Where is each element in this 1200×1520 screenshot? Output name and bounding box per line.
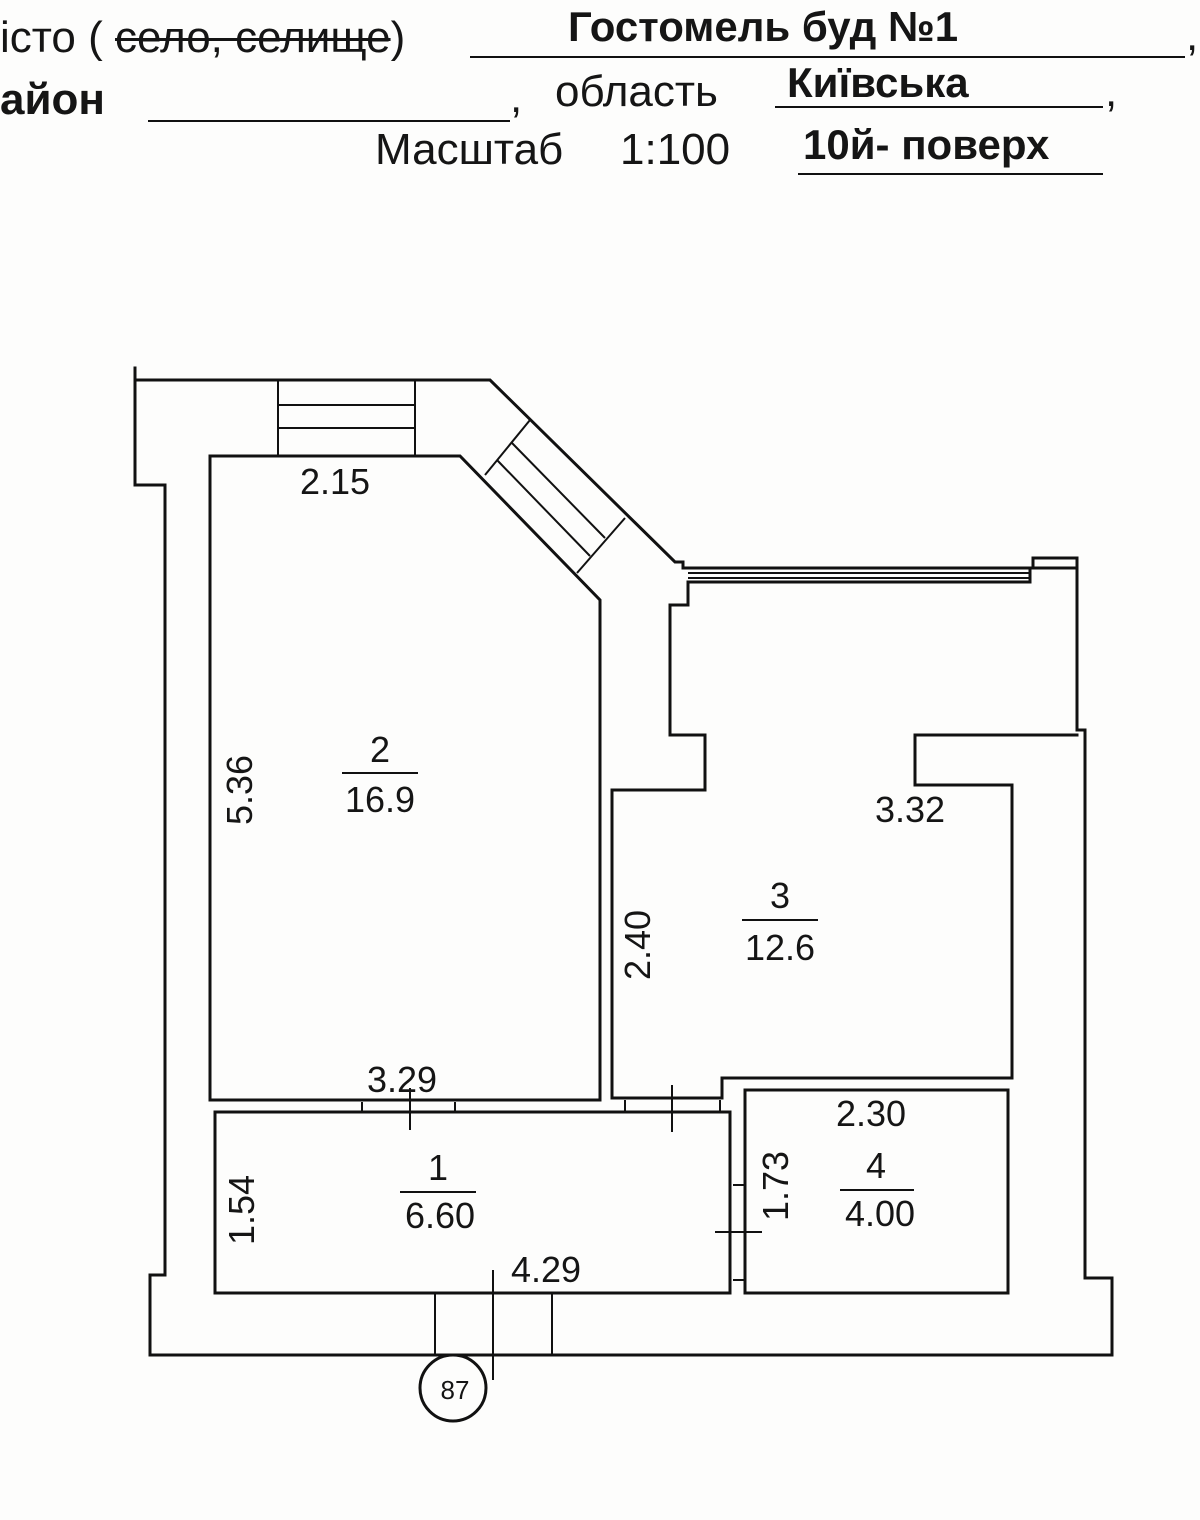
room-1-outline [213,1110,732,1295]
room-2-number: 2 [370,729,390,770]
district-comma: , [510,73,523,122]
scale-label: Масштаб [375,125,564,174]
room-1-number: 1 [428,1147,448,1188]
region-underline [775,106,1103,108]
city-value: Гостомель буд №1 [568,3,959,50]
window-top [277,380,416,455]
city-end-comma: , [1186,11,1199,60]
city-close-paren: ) [390,13,406,62]
dimension-1-73: 1.73 [755,1151,796,1221]
floor-underline [798,173,1103,175]
room-3-number: 3 [770,875,790,916]
room-1-area: 6.60 [405,1195,475,1236]
city-underline [470,56,1185,58]
floor-value: 10й- поверх [803,121,1050,168]
region-comma: , [1105,67,1118,116]
room-labels: 2 16.9 3 12.6 1 6.60 4 4.00 [342,729,915,1236]
dimension-2-40: 2.40 [617,910,658,980]
city-prefix: істо ( [0,13,116,62]
room-2-area: 16.9 [345,779,415,820]
dimension-1-54: 1.54 [221,1175,262,1245]
entrance-marker: 87 [418,1353,488,1423]
outer-wall-top-left [133,366,1114,1357]
window-room-3 [688,572,1030,579]
room-3-outline [610,566,1079,1100]
district-underline [148,120,510,122]
dimension-3-32: 3.32 [875,789,945,830]
district-label: айон [0,75,105,124]
dimension-3-29: 3.29 [367,1059,437,1100]
room-2-outline [208,454,602,1102]
dimension-labels: 2.15 5.36 3.32 2.40 3.29 2.30 1.54 1.73 … [219,461,945,1290]
walls [133,366,1114,1380]
dimension-2-30: 2.30 [836,1093,906,1134]
room-4-outline [743,1088,1010,1295]
entrance-number: 87 [441,1375,470,1405]
doors [361,1085,762,1380]
dimension-2-15: 2.15 [300,461,370,502]
dimension-4-29: 4.29 [511,1249,581,1290]
window-diagonal [484,419,626,574]
room-4-area: 4.00 [845,1193,915,1234]
city-label: істо ( село, селище) [0,16,405,60]
dimension-5-36: 5.36 [219,755,260,825]
entrance-circle [418,1353,488,1423]
region-label: область [555,67,718,116]
room-4-number: 4 [866,1145,886,1186]
room-3-area: 12.6 [745,927,815,968]
city-struck-options: село, селище [115,13,391,62]
region-value: Київська [787,59,969,106]
scale-value: 1:100 [620,125,731,174]
